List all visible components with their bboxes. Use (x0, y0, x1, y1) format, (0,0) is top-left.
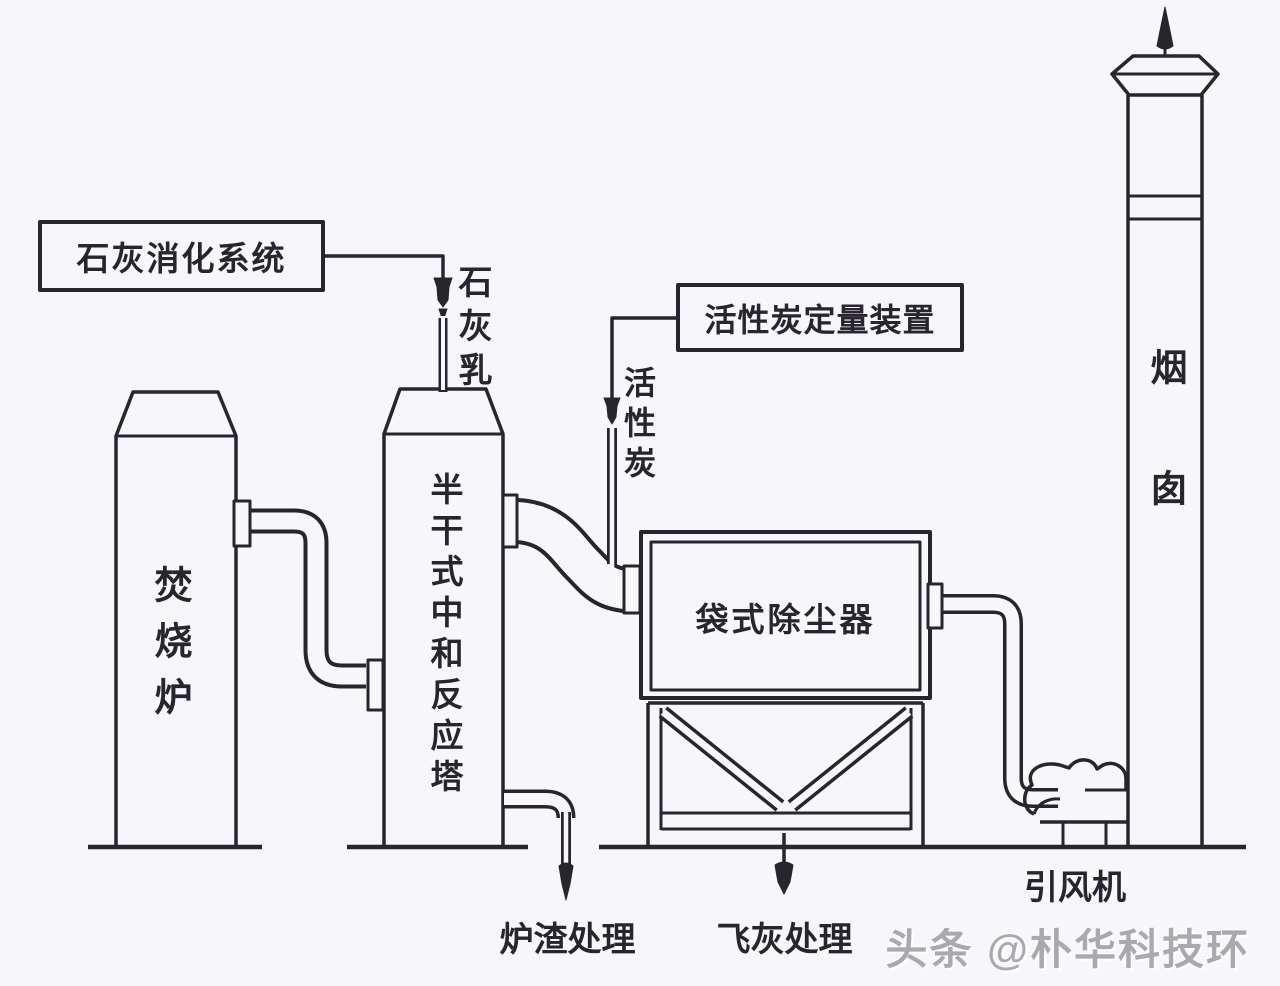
lime-milk-label: 石灰乳 (453, 264, 491, 396)
bag-filter-label: 袋式除尘器 (695, 601, 876, 638)
flue-pipe-tower-to-bagfilter (514, 498, 641, 614)
tower-outlet-flange (501, 493, 519, 549)
slag-treatment-label: 炉渣处理 (499, 921, 636, 959)
fly-ash-arrow-icon (774, 833, 794, 895)
carbon-doser-box-shape (603, 283, 964, 425)
exhaust-arrow-icon (1156, 6, 1174, 56)
chimney-label: 烟囱 (1145, 348, 1186, 590)
bag-filter-hopper-shape (646, 701, 925, 846)
chimney-shape (1110, 54, 1220, 846)
lime-system-label: 石灰消化系统 (76, 240, 287, 277)
activated-carbon-label: 活性炭 (620, 366, 656, 486)
slag-arrow-icon (558, 862, 574, 901)
slag-drain-pipe (504, 789, 576, 868)
draft-fan-label: 引风机 (1024, 869, 1126, 907)
bagfilter-inlet-flange (622, 564, 642, 615)
incinerator-label: 焚烧炉 (148, 565, 190, 733)
draft-fan-shape (1023, 758, 1129, 846)
lime-milk-valve-icon (433, 277, 453, 322)
lime-system-box-shape (38, 220, 445, 292)
fly-ash-treatment-label: 飞灰处理 (716, 921, 853, 959)
reaction-tower-label: 半干式中和反应塔 (426, 472, 463, 800)
watermark-text: 头条 @朴华科技环保 (885, 926, 1250, 973)
carbon-doser-label: 活性炭定量装置 (704, 301, 936, 338)
flue-pipe-incinerator-to-tower (232, 499, 385, 712)
